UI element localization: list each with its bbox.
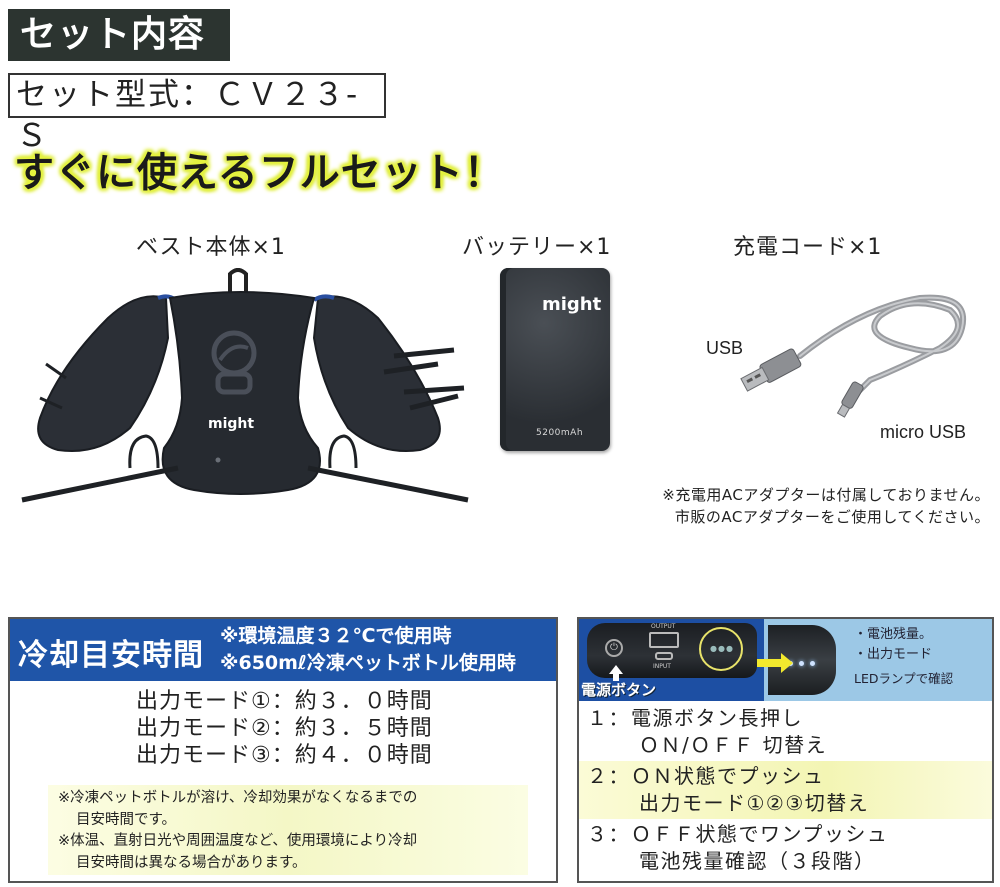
led-closeup-view: ・電池残量。 ・出力モード LEDランプで確認	[764, 619, 992, 701]
info-output-mode: ・出力モード	[854, 647, 933, 662]
mode-time: ：約４．０時間	[271, 743, 433, 768]
condition-temperature: ※環境温度３２℃で使用時	[220, 625, 452, 647]
step-2: ２：ＯＮ状態でプッシュ 出力モード①②③切替え	[579, 761, 992, 819]
battery-image: might 5200mAh	[500, 268, 610, 451]
usb-output-port-icon	[649, 632, 679, 648]
arrow-right-icon	[757, 659, 783, 667]
adapter-note: ※充電用ACアダプターは付属しておりません。 市販のACアダプターをご使用してく…	[570, 484, 990, 528]
condition-bottle: ※650mℓ冷凍ペットボトル使用時	[220, 652, 516, 674]
usb-end-label: USB	[706, 338, 744, 358]
mode-times: 出力モード①：約３．０時間 出力モード②：約３．５時間 出力モード③：約４．０時…	[136, 688, 433, 769]
mode-name: 出力モード③	[136, 743, 272, 768]
note-environment-cont: 目安時間は異なる場合があります。	[76, 854, 307, 871]
mode-row: 出力モード①：約３．０時間	[136, 688, 433, 715]
vest-brand-logo: might	[208, 416, 254, 432]
step-action: ＯＦＦ状態でワンプッシュ	[631, 822, 889, 846]
step-result: 出力モード①②③切替え	[639, 791, 870, 815]
arrow-up-icon	[609, 665, 623, 674]
step-action: 電源ボタン長押し	[631, 706, 803, 730]
step-1: １：電源ボタン長押し ＯＮ/ＯＦＦ 切替え	[579, 703, 992, 761]
cooling-notes: ※冷凍ペットボトルが溶け、冷却効果がなくなるまでの 目安時間です。 ※体温、直射…	[48, 785, 528, 875]
power-button-icon: ⏻	[605, 639, 623, 657]
usb-cable-image	[740, 288, 970, 420]
step-number: ２：	[587, 764, 630, 788]
step-result: ＯＮ/ＯＦＦ 切替え	[639, 733, 828, 757]
led-info: ・電池残量。 ・出力モード LEDランプで確認	[854, 625, 953, 689]
mode-row: 出力モード③：約４．０時間	[136, 742, 433, 769]
cooling-time-title: 冷却目安時間	[18, 638, 204, 673]
section-title: セット内容	[8, 9, 230, 61]
led-highlight-circle	[699, 627, 743, 671]
battery-label: バッテリー×1	[462, 235, 612, 260]
battery-capacity: 5200mAh	[536, 428, 584, 438]
mode-time: ：約３．５時間	[271, 716, 433, 741]
micro-usb-end-label: micro USB	[880, 422, 967, 442]
vest-image: might	[18, 268, 473, 508]
mode-time: ：約３．０時間	[271, 689, 433, 714]
step-number: ３：	[587, 822, 630, 846]
note-environment: ※体温、直射日光や周囲温度など、使用環境により冷却	[58, 833, 418, 849]
operation-steps: １：電源ボタン長押し ＯＮ/ＯＦＦ 切替え ２：ＯＮ状態でプッシュ 出力モード①…	[579, 703, 992, 877]
output-port-label: OUTPUT	[651, 623, 676, 630]
cooling-time-panel: 冷却目安時間 ※環境温度３２℃で使用時 ※650mℓ冷凍ペットボトル使用時 出力…	[8, 617, 558, 883]
step-3: ３：ＯＦＦ状態でワンプッシュ 電池残量確認（３段階）	[579, 819, 992, 877]
cooling-conditions: ※環境温度３２℃で使用時 ※650mℓ冷凍ペットボトル使用時	[220, 623, 516, 677]
battery-ports-photo: ⏻ OUTPUT INPUT ●●● 電源ボタン ・電池残量。 ・出力モード L…	[579, 619, 992, 701]
step-action: ＯＮ状態でプッシュ	[631, 764, 825, 788]
set-model-number: セット型式：ＣＶ２３-Ｓ	[8, 73, 386, 154]
battery-brand-logo: might	[542, 294, 602, 315]
cooling-time-header: 冷却目安時間 ※環境温度３２℃で使用時 ※650mℓ冷凍ペットボトル使用時	[10, 619, 556, 681]
mode-name: 出力モード①	[136, 689, 272, 714]
step-result: 電池残量確認（３段階）	[639, 849, 876, 873]
mode-row: 出力モード②：約３．５時間	[136, 715, 433, 742]
note-melt: ※冷凍ペットボトルが溶け、冷却効果がなくなるまでの	[58, 790, 418, 806]
vest-label: ベスト本体×1	[136, 235, 286, 260]
headline: すぐに使えるフルセット！	[14, 150, 505, 196]
info-battery-level: ・電池残量。	[854, 627, 933, 642]
adapter-note-line1: ※充電用ACアダプターは付属しておりません。	[662, 486, 990, 504]
micro-usb-input-port-icon	[655, 652, 673, 660]
charging-cord-label: 充電コード×1	[733, 235, 883, 260]
mode-name: 出力モード②	[136, 716, 272, 741]
power-button-label: 電源ボタン	[581, 681, 657, 699]
adapter-note-line2: 市販のACアダプターをご使用してください。	[674, 508, 990, 526]
led-indicator-icon: ●●●	[710, 644, 734, 653]
led-check-note: LEDランプで確認	[854, 671, 954, 686]
battery-side-view: ⏻ OUTPUT INPUT ●●● 電源ボタン	[579, 619, 764, 701]
step-number: １：	[587, 706, 630, 730]
note-melt-cont: 目安時間です。	[76, 811, 177, 828]
operation-panel: ⏻ OUTPUT INPUT ●●● 電源ボタン ・電池残量。 ・出力モード L…	[577, 617, 994, 883]
input-port-label: INPUT	[653, 663, 671, 670]
